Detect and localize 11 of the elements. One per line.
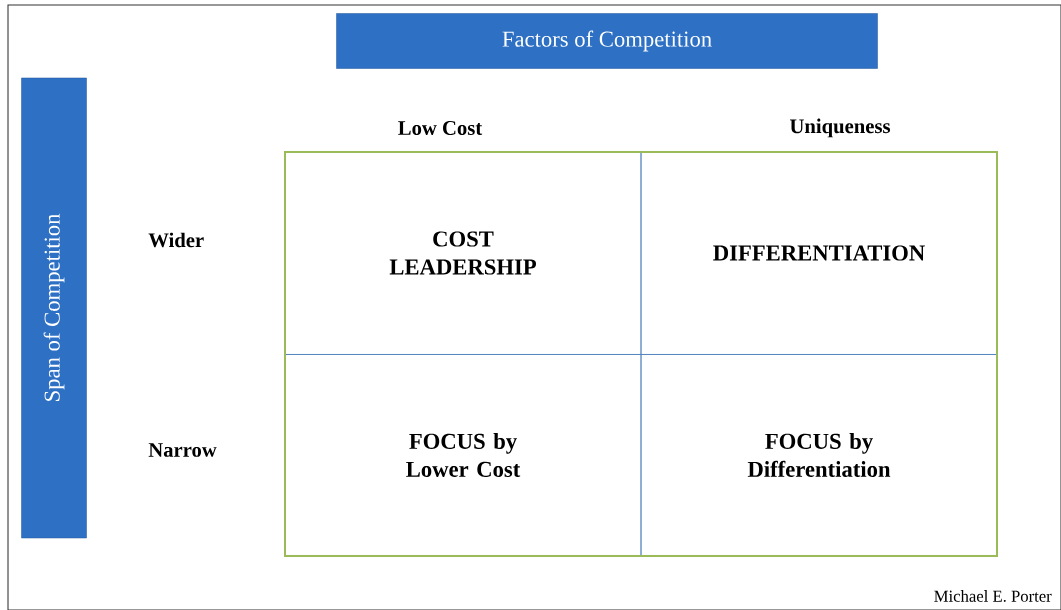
matrix-cell: FOCUS by Differentiation [640,354,998,556]
matrix-cell: DIFFERENTIATION [640,151,998,355]
row-heading: Narrow [148,443,217,457]
row-heading: Wider [148,232,204,248]
column-heading: Uniqueness [790,118,890,138]
column-heading: Low Cost [398,121,483,135]
title-band: Factors of Competition [336,13,878,69]
credit: Michael E. Porter [934,590,1052,602]
matrix-cell: COST LEADERSHIP [284,151,642,355]
side-band: Span of Competition [21,77,87,539]
matrix-cell: FOCUS by Lower Cost [284,354,642,556]
